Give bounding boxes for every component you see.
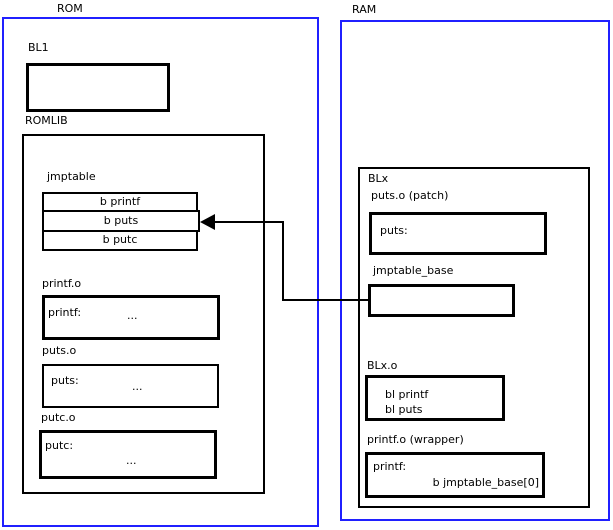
- blx-o-label: BLx.o: [367, 359, 398, 372]
- printf-wrapper-instruction: b jmptable_base[0]: [432, 476, 539, 489]
- jmptable-entry-text: b puts: [103, 214, 139, 227]
- rom-title: ROM: [57, 2, 83, 15]
- blx-o-line-bl-printf: bl printf: [385, 388, 429, 401]
- bl1-box: [26, 63, 170, 112]
- puts-o-label: puts.o: [42, 344, 77, 357]
- printf-symbol: printf:: [48, 306, 82, 319]
- jmptable-base-box: [368, 284, 515, 317]
- blx-o-box: bl printf bl puts: [365, 375, 505, 421]
- printf-wrapper-box: printf: b jmptable_base[0]: [365, 452, 545, 498]
- jmptable-entry-text: b printf: [99, 195, 141, 208]
- puts-patch-box: puts:: [369, 212, 547, 255]
- bl1-label: BL1: [28, 41, 49, 54]
- jmptable-row-b-puts: b puts: [42, 210, 200, 232]
- ram-title: RAM: [352, 3, 377, 16]
- printf-o-label: printf.o: [42, 277, 82, 290]
- jmptable-row-b-putc: b putc: [42, 230, 198, 251]
- jmptable-entry-text: b putc: [102, 233, 138, 246]
- blx-o-line-bl-puts: bl puts: [385, 403, 423, 416]
- puts-o-box: puts: ...: [42, 364, 219, 408]
- printf-body-ellipsis: ...: [127, 309, 138, 322]
- puts-symbol: puts:: [51, 374, 79, 387]
- putc-body-ellipsis: ...: [126, 454, 137, 467]
- printf-o-box: printf: ...: [42, 295, 220, 340]
- putc-o-box: putc: ...: [39, 430, 217, 479]
- jmptable-row-b-printf: b printf: [42, 192, 198, 212]
- romlib-label: ROMLIB: [25, 114, 68, 127]
- printf-wrapper-label: printf.o (wrapper): [367, 433, 464, 446]
- puts-patch-symbol: puts:: [380, 224, 408, 237]
- puts-body-ellipsis: ...: [132, 380, 143, 393]
- putc-o-label: putc.o: [41, 411, 76, 424]
- blx-label: BLx: [368, 172, 389, 185]
- jmptable-base-label: jmptable_base: [373, 264, 454, 277]
- putc-symbol: putc:: [45, 439, 74, 452]
- printf-wrapper-symbol: printf:: [373, 460, 407, 473]
- puts-patch-label: puts.o (patch): [371, 189, 449, 202]
- jmptable-label: jmptable: [47, 170, 96, 183]
